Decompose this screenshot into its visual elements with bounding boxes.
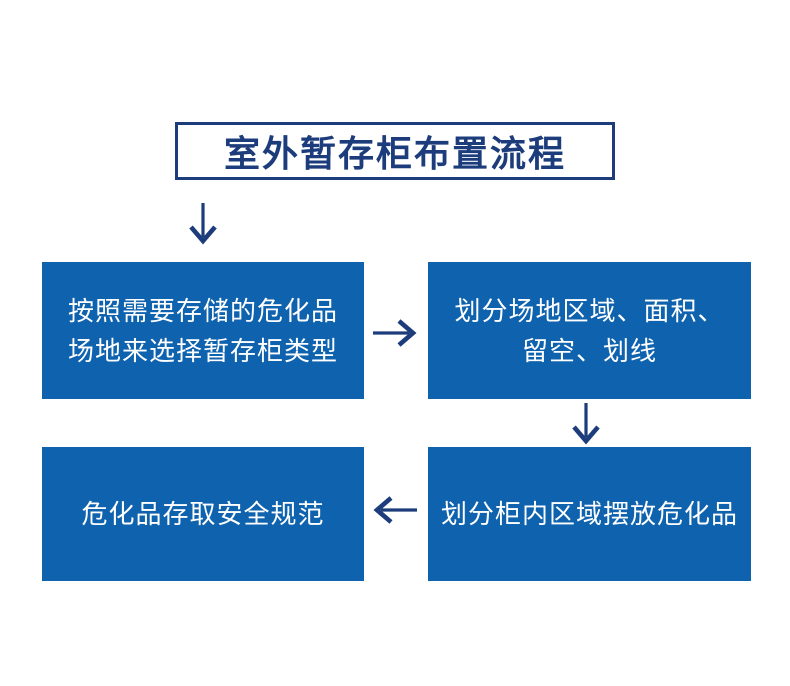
arrow-step3-to-step4-left-icon (372, 490, 418, 530)
step-4-text: 危化品存取安全规范 (81, 499, 325, 529)
step-2-text-line-2: 留空、划线 (521, 335, 657, 366)
step-1-text-line-2: 场地来选择暂存柜类型 (67, 335, 338, 366)
step-2-box: 划分场地区域、面积、 留空、划线 (428, 262, 751, 399)
step-2-text-line-1: 划分场地区域、面积、 (454, 295, 725, 326)
step-1-box: 按照需要存储的危化品 场地来选择暂存柜类型 (42, 262, 364, 399)
arrow-title-to-step1-down-icon (183, 202, 223, 246)
step-1-text-line-1: 按照需要存储的危化品 (67, 295, 338, 326)
arrow-step1-to-step2-right-icon (372, 313, 418, 353)
step-4-box: 危化品存取安全规范 (42, 447, 364, 581)
arrow-step2-to-step3-down-icon (566, 402, 606, 446)
flowchart-title-box: 室外暂存柜布置流程 (175, 122, 615, 180)
step-3-box: 划分柜内区域摆放危化品 (428, 447, 751, 581)
flowchart-title: 室外暂存柜布置流程 (223, 133, 566, 174)
step-3-text: 划分柜内区域摆放危化品 (440, 499, 738, 529)
